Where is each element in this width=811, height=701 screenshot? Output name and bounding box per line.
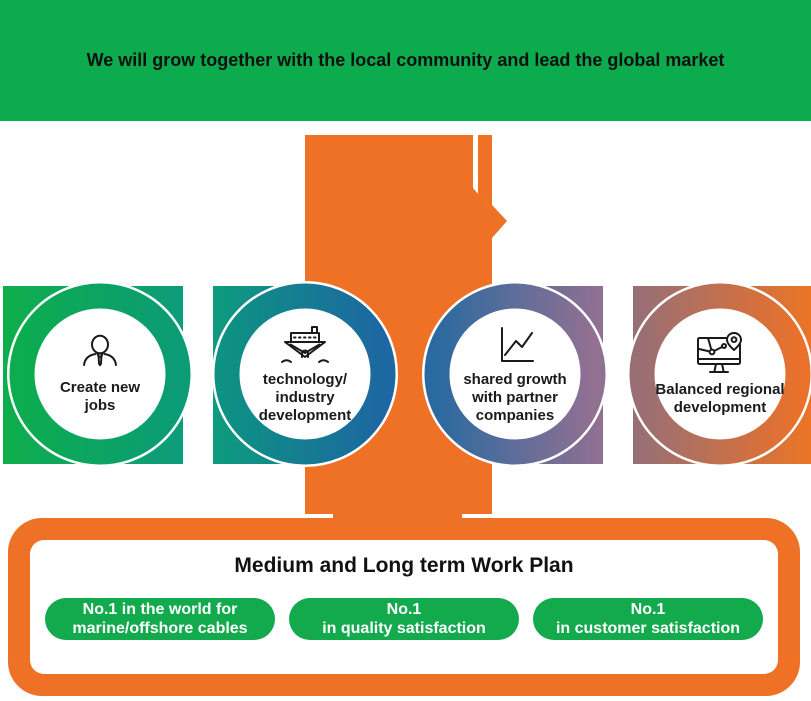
work-plan-pill-row: No.1 in the world for marine/offshore ca… (45, 598, 763, 640)
arrow-strip (478, 135, 492, 210)
arrow-barb (492, 205, 507, 238)
goal-circle-jobs: Create new jobs (5, 279, 195, 469)
goal-label-shared-growth: shared growth with partner companies (463, 370, 567, 424)
work-plan-inner: Medium and Long term Work Plan No.1 in t… (30, 540, 778, 674)
header-title: We will grow together with the local com… (86, 50, 725, 70)
pill-customer-satisfaction: No.1 in customer satisfaction (533, 598, 763, 640)
goal-label-regional: Balanced regional development (655, 380, 785, 416)
ship-icon (281, 325, 329, 363)
goal-circle-technology: technology/ industry development (210, 279, 400, 469)
goal-circle-regional: Balanced regional development (625, 279, 811, 469)
pill-marine-cables: No.1 in the world for marine/offshore ca… (45, 598, 275, 640)
ring-graphic (7, 281, 193, 467)
work-plan-box: Medium and Long term Work Plan No.1 in t… (8, 518, 800, 696)
growth-chart-icon (501, 326, 534, 362)
goal-label-technology: technology/ industry development (258, 370, 352, 424)
work-plan-title: Medium and Long term Work Plan (234, 554, 574, 577)
pill-quality-satisfaction: No.1 in quality satisfaction (289, 598, 519, 640)
header-banner: We will grow together with the local com… (0, 0, 811, 121)
goal-label-jobs: Create new jobs (59, 378, 141, 414)
ring-graphic (627, 281, 811, 467)
person-icon (83, 334, 117, 366)
goal-circle-shared-growth: shared growth with partner companies (420, 279, 610, 469)
map-monitor-icon (697, 331, 742, 373)
